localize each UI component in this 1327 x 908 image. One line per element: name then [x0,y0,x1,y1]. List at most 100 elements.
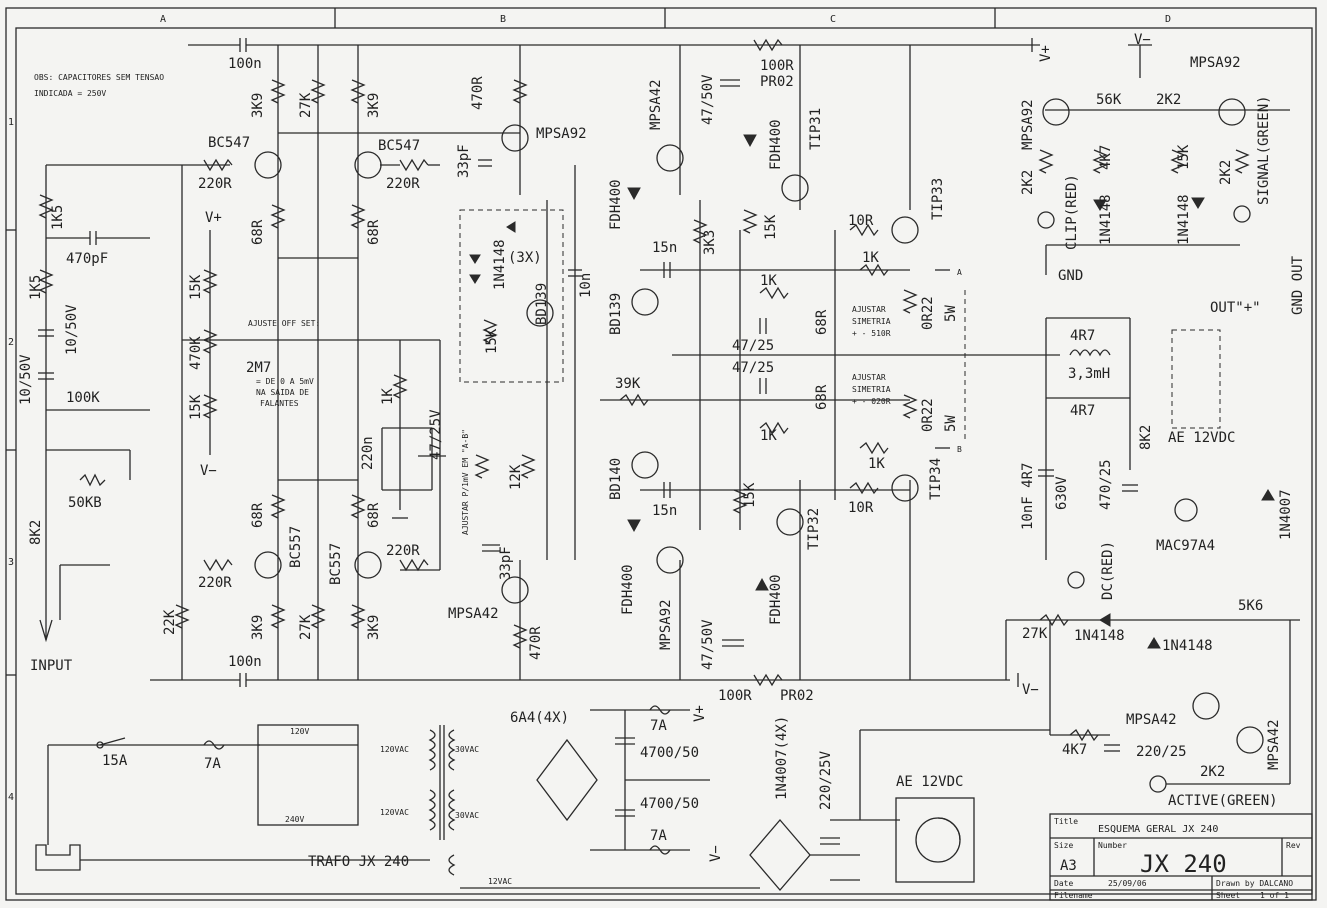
c-220n: 220n [360,436,376,470]
d-1n4007-4x: 1N4007(4X) [774,716,790,800]
d-1n4148-3x: 1N4148 [492,239,508,290]
rev-label: Rev [1286,841,1301,850]
sym-b-1: AJUSTAR [852,373,886,382]
q-bc557-b: BC557 [328,543,344,585]
diff-pair-bottom: 68R 68R BC557 BC557 220R 220R 3K9 27K 3K… [198,494,429,670]
r-3k9-a: 3K9 [250,93,266,118]
r-68r-d: 68R [814,384,830,410]
pot-50kb: 50KB [68,495,102,511]
sym-b-3: + - 020R [852,397,891,406]
q-tip34: TIP34 [928,458,944,500]
note-line-1: OBS: CAPACITORES SEM TENSAO [34,73,164,82]
c-33pf-top: 33pF [456,144,472,178]
w-5w-a: 5W [943,305,959,322]
prot-c-630v: 630V [1054,476,1070,510]
r-12k: 12K [508,464,524,490]
r-3k9-d: 3K9 [366,615,382,640]
r-100r-top: 100R [760,58,794,74]
r-1k-b: 1K [760,273,777,289]
r-39k: 39K [615,376,641,392]
relay-box [1171,329,1221,429]
number-label: Number [1098,841,1127,850]
r-1k-c: 1K [380,388,396,405]
vas-stage: 470R MPSA92 1N4148 (3X) BD139 15K 10n AJ… [448,76,594,660]
title-block: Title ESQUEMA GERAL JX 240 Size A3 Numbe… [1049,813,1313,901]
prot-d-1n4007: 1N4007 [1278,489,1294,540]
pr02-top: PR02 [760,74,794,90]
fan-ae-12vdc: AE 12VDC [896,774,963,790]
sym-a-1: AJUSTAR [852,305,886,314]
size-label: Size [1054,841,1073,850]
date-value: 25/09/06 [1108,879,1147,888]
grid-row-2: 2 [8,337,14,348]
prot-c-470-25: 470/25 [1098,459,1114,510]
v12vac-label: 12VAC [488,877,512,886]
r-1k-a: 1K [862,250,879,266]
q-tip32: TIP32 [806,508,822,550]
grid-col-a: A [160,14,166,25]
q-bc547-a: BC547 [208,135,250,151]
c-47-25v: 47/25V [428,409,444,460]
fuse-15a: 15A [102,753,128,769]
r-100r-b: 100R [718,688,752,704]
q-bd139-a: BD139 [534,283,550,325]
prot-r-27k: 27K [1022,626,1048,642]
r-68r-b: 68R [366,219,382,245]
prot-ae-12vdc: AE 12VDC [1168,430,1235,446]
prot-r-2k2-d: 2K2 [1200,764,1225,780]
r-68r-e: 68R [250,502,266,528]
q-bc557-a: BC557 [288,526,304,568]
offset-range-2: NA SAIDA DE [256,388,309,397]
offset-range-3: FALANTES [260,399,299,408]
q-bd139-b: BD139 [608,293,624,335]
driver-stage: MPSA42 47/50V 100R PR02 FDH400 FDH400 TI… [608,38,824,704]
c-4700-a: 4700/50 [640,745,699,761]
v120vac-b: 120VAC [380,808,409,817]
c-10-50v-b: 10/50V [18,354,34,405]
r-27k-a: 27K [298,92,314,118]
label-a: A [957,268,962,277]
prot-dc-red: DC(RED) [1100,541,1116,600]
grid-col-c: C [830,14,836,25]
r-15k-l2: 15K [188,394,204,420]
c-4700-b: 4700/50 [640,796,699,812]
r-3k9-b: 3K9 [366,93,382,118]
prot-mpsa42-b: MPSA42 [1266,719,1282,770]
d-fdh400-b: FDH400 [608,179,624,230]
c-100n-b: 100n [228,654,262,670]
prot-l-3mh: 3,3mH [1068,366,1110,382]
grid-row-1: 1 [8,117,14,128]
sheet-border: A B C D 1 2 3 4 [5,7,1317,901]
grid-col-b: B [500,14,506,25]
r-27k-b: 27K [298,614,314,640]
prot-r-4k7-b: 4K7 [1062,742,1087,758]
r-470r-top: 470R [470,76,486,110]
input-section: 1K5 470pF 1K5 10/50V 10/50V 100K 50KB 8K… [18,164,230,674]
diff-pair-top: 100n 3K9 27K 3K9 BC547 BC547 220R 220R 6… [198,56,492,245]
q-bd140: BD140 [608,458,624,500]
q-tip31: TIP31 [808,108,824,150]
v120-label: 120V [290,727,309,736]
power-supply: 15A 7A 120V 120VAC 30VAC 120VAC 30VAC 24… [35,705,1050,891]
q-tip33: TIP33 [930,178,946,220]
output-stage: 10R TIP33 1K 1K 68R AJUSTAR SIMETRIA + -… [732,178,966,516]
r-0r22-a: 0R22 [920,296,936,330]
r-15k-c: 15K [763,214,779,240]
r-8k2: 8K2 [28,520,44,545]
adjust-ab-note: AJUSTAR P/1mV EM "A-B" [461,429,470,535]
r-220r-d: 220R [386,543,420,559]
r-15k-l: 15K [188,274,204,300]
v120vac-a: 120VAC [380,745,409,754]
c-47-50v-b: 47/50V [700,619,716,670]
r-1k5-a: 1K5 [50,205,66,230]
grid-row-3: 3 [8,557,14,568]
c-100n-top: 100n [228,56,262,72]
r-220r-b: 220R [386,176,420,192]
prot-vminus: V− [1134,32,1151,48]
c-15n-b: 15n [652,503,677,519]
bias-region [459,209,564,383]
prot-mpsa92-b: MPSA92 [1190,55,1241,71]
r-220r-c: 220R [198,575,232,591]
fuse-7a-a: 7A [204,756,221,772]
